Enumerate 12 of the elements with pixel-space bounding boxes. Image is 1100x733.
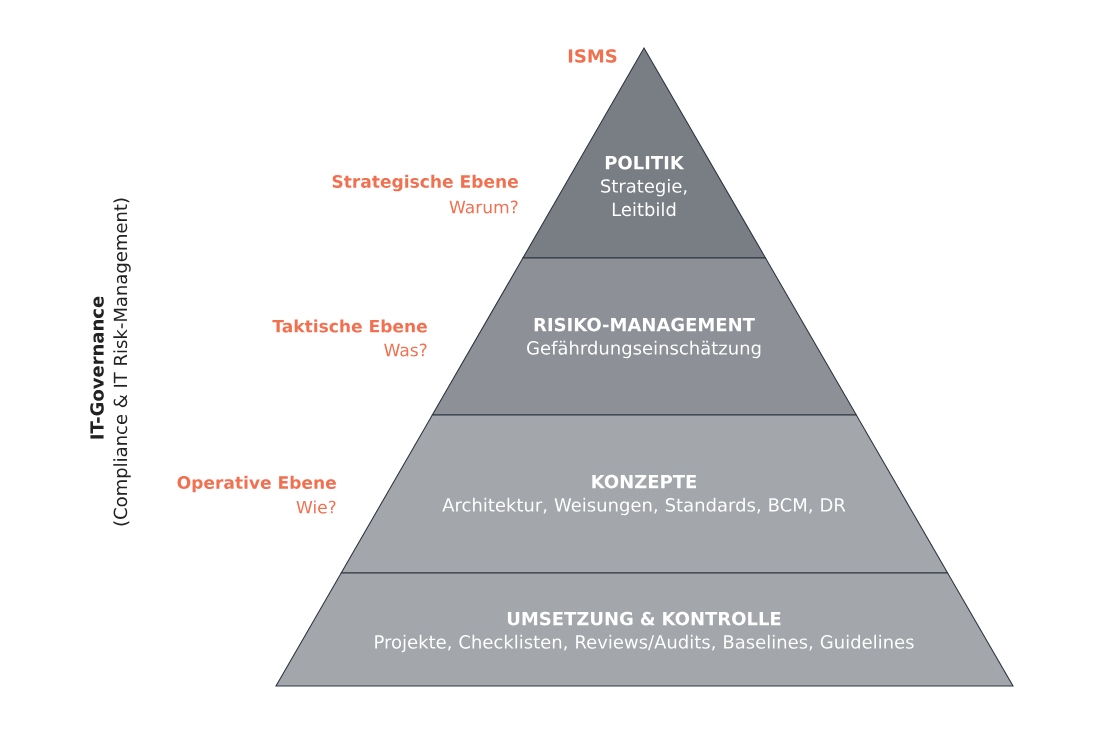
pyramid-tier: KONZEPTE Architektur, Weisungen, Standards, BCM, DR bbox=[340, 414, 949, 574]
level-label: Operative Ebene bbox=[177, 475, 336, 493]
diagram-title: ISMS bbox=[568, 49, 617, 63]
level-label: Warum? bbox=[449, 200, 518, 214]
level-label: Wie? bbox=[296, 500, 336, 514]
level-label: Was? bbox=[384, 343, 427, 357]
side-heading: (Compliance & IT Risk-Management) bbox=[113, 198, 131, 526]
pyramid-tier: UMSETZUNG & KONTROLLE Projekte, Checklisten, Reviews/Audits, Baselines, Guidelines bbox=[275, 572, 1014, 687]
level-label: Taktische Ebene bbox=[272, 319, 427, 333]
side-heading: IT-Governance bbox=[90, 296, 104, 439]
pyramid-tier: RISIKO-MANAGEMENT Gefährdungseinschätzung bbox=[431, 257, 858, 416]
level-label: Strategische Ebene bbox=[332, 174, 518, 192]
